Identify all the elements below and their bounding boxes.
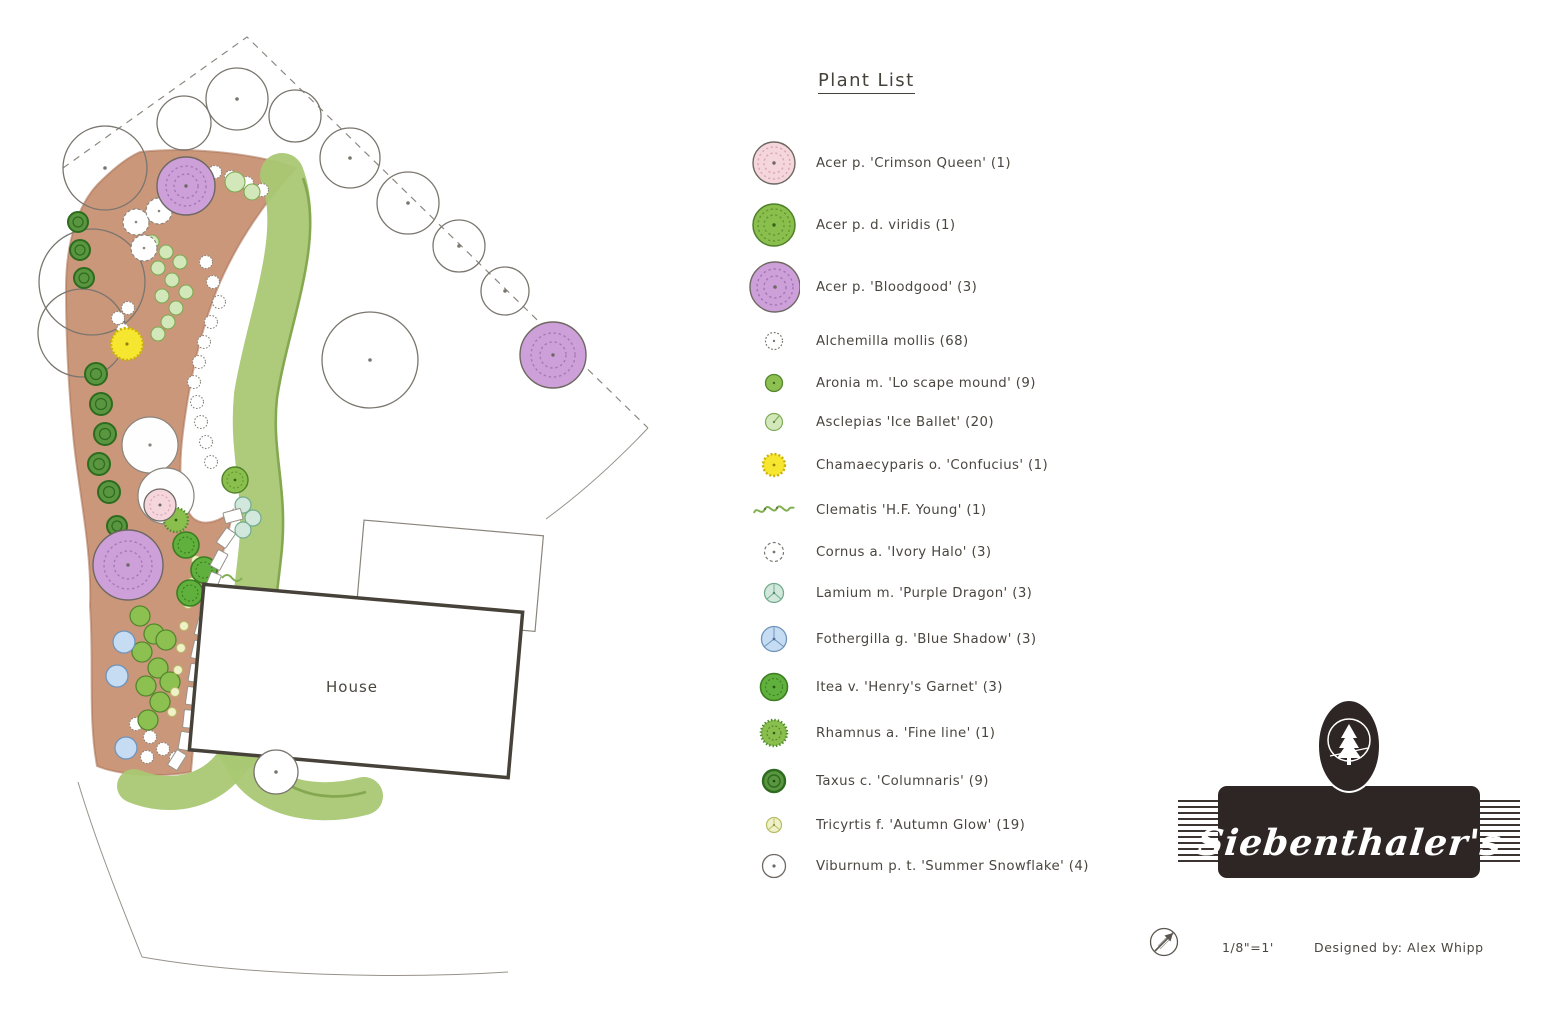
plant-item-label: Fothergilla g. 'Blue Shadow' (3) — [816, 631, 1037, 647]
grade-lines — [77, 427, 649, 976]
plant-item-label: Chamaecyparis o. 'Confucius' (1) — [816, 457, 1049, 473]
plant-list-item: Asclepias 'Ice Ballet' (20) — [748, 402, 1148, 442]
fothergilla-cluster — [105, 630, 138, 760]
plant-item-label: Cornus a. 'Ivory Halo' (3) — [816, 544, 992, 560]
aronia-icon — [748, 372, 800, 394]
plant-list-item: Clematis 'H.F. Young' (1) — [748, 488, 1148, 532]
house-outline — [187, 582, 525, 780]
logo-pinstripes-right — [1478, 800, 1520, 864]
plant-list-title: Plant List — [818, 70, 915, 94]
plant-list-item: Itea v. 'Henry's Garnet' (3) — [748, 664, 1148, 710]
asclepias-icon — [748, 411, 800, 433]
property-boundary-dashed — [62, 36, 649, 429]
designer-label: Designed by: Alex Whipp — [1314, 940, 1484, 955]
plant-item-label: Asclepias 'Ice Ballet' (20) — [816, 414, 994, 430]
acer-bloodgood-icon — [748, 260, 800, 314]
plant-list-item: Alchemilla mollis (68) — [748, 318, 1148, 364]
alchemilla-icon — [748, 330, 800, 352]
clematis-vine — [221, 574, 243, 582]
plant-item-label: Acer p. 'Bloodgood' (3) — [816, 279, 978, 295]
chamaecyparis-icon — [748, 450, 800, 480]
plan-drawing: House — [0, 0, 700, 1011]
lamium-cluster — [234, 496, 262, 539]
plant-list-item: Viburnum p. t. 'Summer Snowflake' (4) — [748, 844, 1148, 888]
plant-item-label: Alchemilla mollis (68) — [816, 333, 969, 349]
logo-banner: Siebenthaler's — [1196, 786, 1504, 878]
plant-list-rows: Acer p. 'Crimson Queen' (1) Acer p. d. v… — [748, 132, 1148, 888]
plant-item-label: Acer p. d. viridis (1) — [816, 217, 956, 233]
fothergilla-icon — [748, 624, 800, 654]
logo-wordmark: Siebenthaler's — [1195, 822, 1504, 864]
asclepias-cluster — [144, 171, 261, 342]
maple-bloodgood-2 — [92, 529, 164, 601]
plant-list-item: Chamaecyparis o. 'Confucius' (1) — [748, 442, 1148, 488]
logo-pinstripes-left — [1178, 800, 1220, 864]
plant-item-label: Rhamnus a. 'Fine line' (1) — [816, 725, 996, 741]
pine-tree-icon — [1337, 724, 1361, 765]
lamium-icon — [748, 581, 800, 605]
plant-list-item: Lamium m. 'Purple Dragon' (3) — [748, 572, 1148, 614]
tricyrtis-icon — [748, 815, 800, 835]
plant-item-label: Itea v. 'Henry's Garnet' (3) — [816, 679, 1003, 695]
plant-list-item: Tricyrtis f. 'Autumn Glow' (19) — [748, 806, 1148, 844]
acer-crimson-queen-icon — [748, 140, 800, 186]
taxus-icon — [748, 767, 800, 795]
plant-list: Plant List Acer p. 'Crimson Queen' (1) A… — [748, 70, 1148, 888]
maple-crimson-queen — [143, 488, 177, 522]
house-group — [187, 519, 545, 780]
rhamnus-icon — [748, 717, 800, 749]
maple-viridis — [221, 466, 249, 494]
plant-list-item: Acer p. 'Bloodgood' (3) — [748, 256, 1148, 318]
itea-icon — [748, 671, 800, 703]
scale-label: 1/8"=1' — [1222, 940, 1274, 955]
maple-bloodgood-1 — [156, 156, 216, 216]
plant-item-label: Acer p. 'Crimson Queen' (1) — [816, 155, 1011, 171]
alchemilla-drift — [110, 164, 270, 766]
plant-item-label: Aronia m. 'Lo scape mound' (9) — [816, 375, 1036, 391]
plant-item-label: Tricyrtis f. 'Autumn Glow' (19) — [816, 817, 1026, 833]
aronia-cluster — [129, 605, 181, 731]
plant-list-item: Acer p. 'Crimson Queen' (1) — [748, 132, 1148, 194]
plant-item-label: Viburnum p. t. 'Summer Snowflake' (4) — [816, 858, 1089, 874]
siebenthalers-logo: Siebenthaler's — [1178, 698, 1520, 898]
lawn-tree — [253, 749, 299, 795]
chamaecyparis — [109, 326, 145, 362]
plant-list-item: Fothergilla g. 'Blue Shadow' (3) — [748, 614, 1148, 664]
house-label: House — [326, 678, 378, 696]
plant-item-label: Clematis 'H.F. Young' (1) — [816, 502, 987, 518]
maple-bloodgood-3 — [519, 321, 587, 389]
logo-tree-emblem — [1316, 698, 1382, 794]
plant-list-item: Cornus a. 'Ivory Halo' (3) — [748, 532, 1148, 572]
clematis-icon — [748, 500, 800, 520]
plant-list-item: Taxus c. 'Columnaris' (9) — [748, 756, 1148, 806]
plant-item-label: Taxus c. 'Columnaris' (9) — [816, 773, 989, 789]
plant-list-item: Rhamnus a. 'Fine line' (1) — [748, 710, 1148, 756]
acer-viridis-icon — [748, 202, 800, 248]
cornus-centers — [134, 209, 161, 250]
viburnum-icon — [748, 852, 800, 880]
cornus-icon — [748, 540, 800, 564]
north-arrow-icon — [1146, 924, 1182, 960]
plant-list-item: Aronia m. 'Lo scape mound' (9) — [748, 364, 1148, 402]
plant-item-label: Lamium m. 'Purple Dragon' (3) — [816, 585, 1033, 601]
existing-tree-centers — [103, 97, 507, 362]
plan-svg: House — [37, 36, 649, 976]
plant-list-item: Acer p. d. viridis (1) — [748, 194, 1148, 256]
